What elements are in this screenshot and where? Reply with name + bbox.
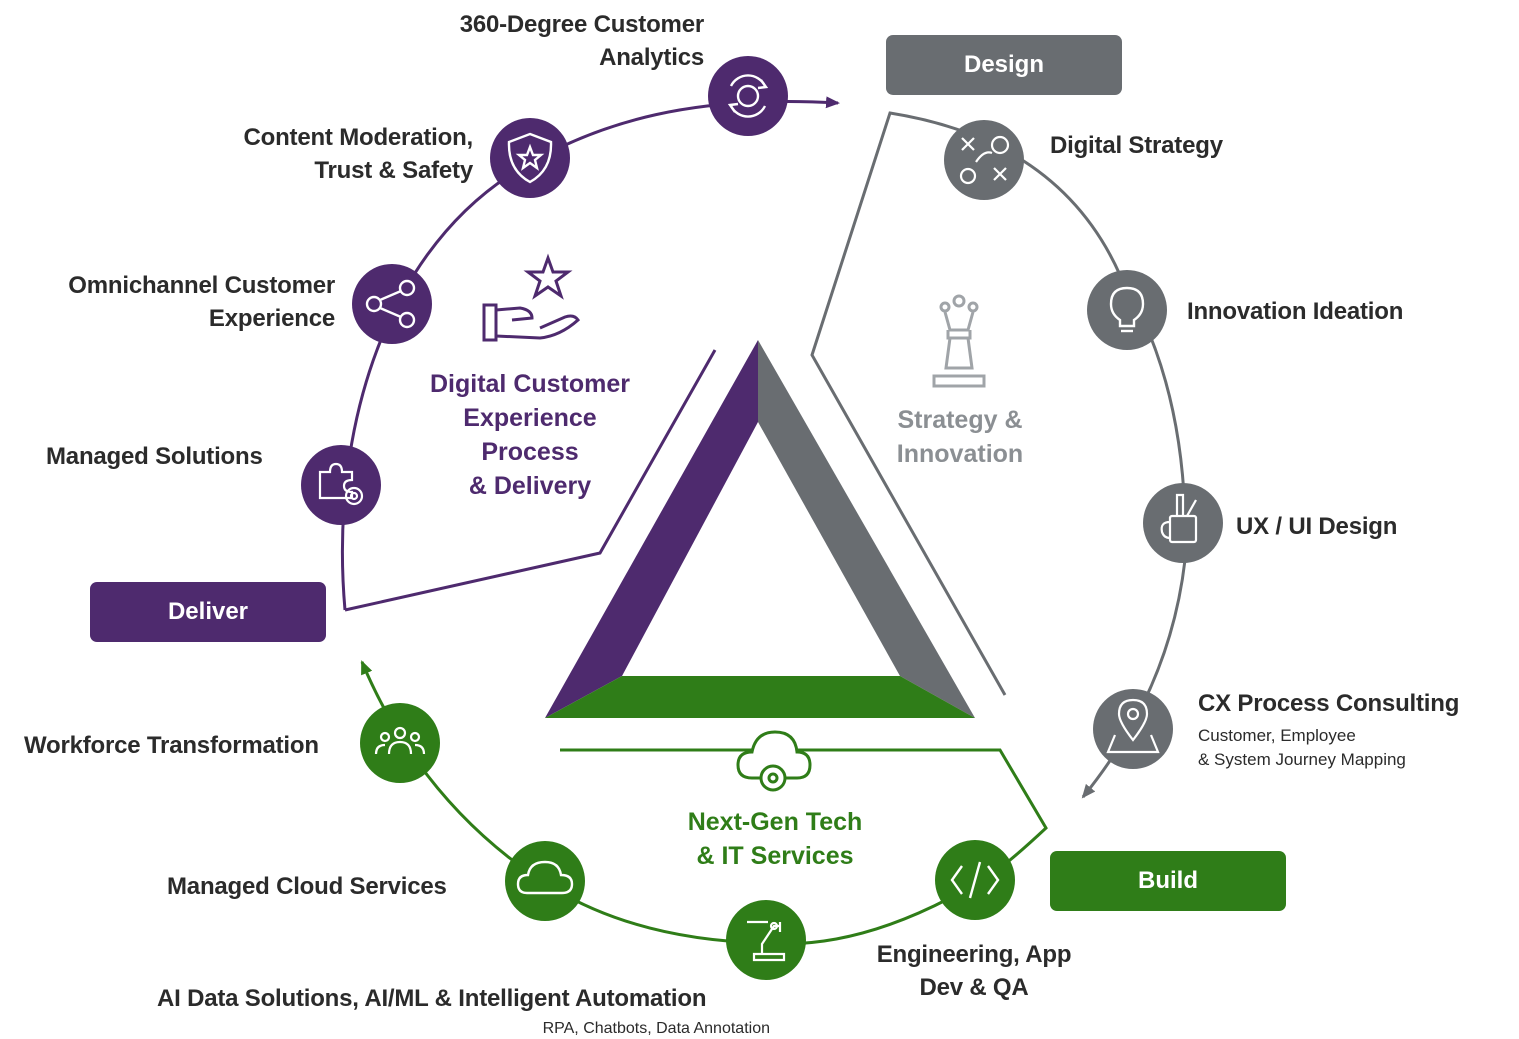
people-group-icon <box>374 726 426 755</box>
lightbulb-icon <box>1109 286 1145 333</box>
center-title-purple: Digital Customer Experience Process & De… <box>429 370 631 500</box>
label-ai-data: AI Data Solutions, AI/ML & Intelligent A… <box>157 985 707 1012</box>
managed-solutions-icon-circle <box>301 445 381 525</box>
triangle-bottom-green <box>545 676 975 718</box>
label-digital-strategy: Digital Strategy <box>1050 132 1223 159</box>
engineering-icon-circle <box>935 840 1015 920</box>
cycle-arrows-icon <box>727 74 769 118</box>
omnichannel-icon-circle <box>352 264 432 344</box>
hand-star-icon <box>482 253 580 342</box>
innovation-ideation-icon-circle <box>1087 270 1167 350</box>
cloud-icon <box>516 860 574 895</box>
cx-consulting-icon-circle <box>1093 689 1173 769</box>
ai-data-icon-circle <box>726 900 806 980</box>
digital-strategy-icon-circle <box>944 120 1024 200</box>
robot-arm-icon <box>747 920 786 962</box>
phase-deliver: Deliver <box>90 582 326 642</box>
label-content-moderation: Content Moderation, Trust & Safety <box>243 124 473 184</box>
share-icon <box>365 279 416 329</box>
content-moderation-icon-circle <box>490 118 570 198</box>
map-pin-icon <box>1106 698 1160 754</box>
label-engineering: Engineering, App Dev & QA <box>876 941 1072 1001</box>
strategy-play-icon <box>959 135 1010 185</box>
analytics-icon-circle <box>708 56 788 136</box>
triangle-right-gray <box>758 340 975 718</box>
label-ux-ui-design: UX / UI Design <box>1236 513 1398 540</box>
shield-star-icon <box>507 132 553 184</box>
label-analytics: 360-Degree Customer Analytics <box>459 11 705 71</box>
phase-design: Design <box>886 35 1122 95</box>
design-tools-cup-icon <box>1160 493 1198 544</box>
ux-ui-design-icon-circle <box>1143 483 1223 563</box>
label-cx-consulting: CX Process Consulting <box>1198 690 1460 717</box>
code-icon <box>950 861 1000 899</box>
cloud-gear-icon <box>736 730 812 792</box>
phase-build: Build <box>1050 851 1286 911</box>
triangle-left-purple <box>545 340 758 718</box>
purple-bracket-line <box>344 349 717 612</box>
label-managed-solutions: Managed Solutions <box>46 443 263 470</box>
label-cx-consulting-sub: Customer, Employee & System Journey Mapp… <box>1198 726 1406 769</box>
label-ai-data-sub: RPA, Chatbots, Data Annotation <box>542 1020 770 1037</box>
label-workforce: Workforce Transformation <box>24 732 319 759</box>
puzzle-gear-icon <box>318 462 364 506</box>
workforce-icon-circle <box>360 703 440 783</box>
cloud-icon-circle <box>505 841 585 921</box>
center-title-green: Next-Gen Tech & IT Services <box>687 808 863 870</box>
label-cloud: Managed Cloud Services <box>167 873 447 900</box>
label-innovation-ideation: Innovation Ideation <box>1187 298 1404 325</box>
chess-queen-icon <box>932 294 986 388</box>
label-omnichannel: Omnichannel Customer Experience <box>68 272 335 332</box>
center-title-gray: Strategy & Innovation <box>896 406 1024 468</box>
